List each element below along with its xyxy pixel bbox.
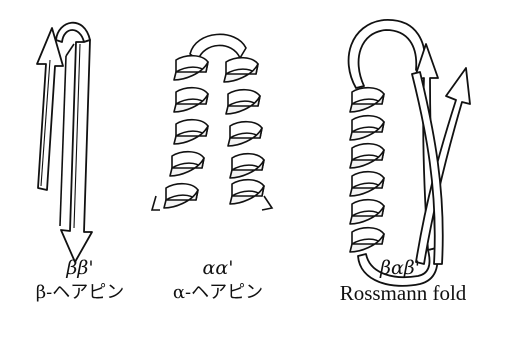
beta-hairpin-label: β-ヘアピン — [16, 280, 144, 306]
beta-hairpin-diagram — [37, 23, 92, 262]
helix-right — [224, 58, 272, 210]
hairpin-loop — [56, 23, 90, 42]
alpha-hairpin-label: α-ヘアピン — [152, 280, 284, 306]
beta-hairpin-symbol: ββ' — [40, 256, 120, 280]
alpha-hairpin-symbol: αα' — [178, 256, 258, 280]
rossmann-symbol: βαβ' — [350, 256, 450, 280]
rossmann-helix — [350, 88, 384, 252]
alpha-hairpin-diagram — [152, 34, 272, 210]
rossmann-label: Rossmann fold — [312, 280, 494, 306]
strand-up — [37, 28, 63, 190]
helix-left — [152, 56, 208, 210]
rossmann-diagram — [349, 20, 470, 286]
